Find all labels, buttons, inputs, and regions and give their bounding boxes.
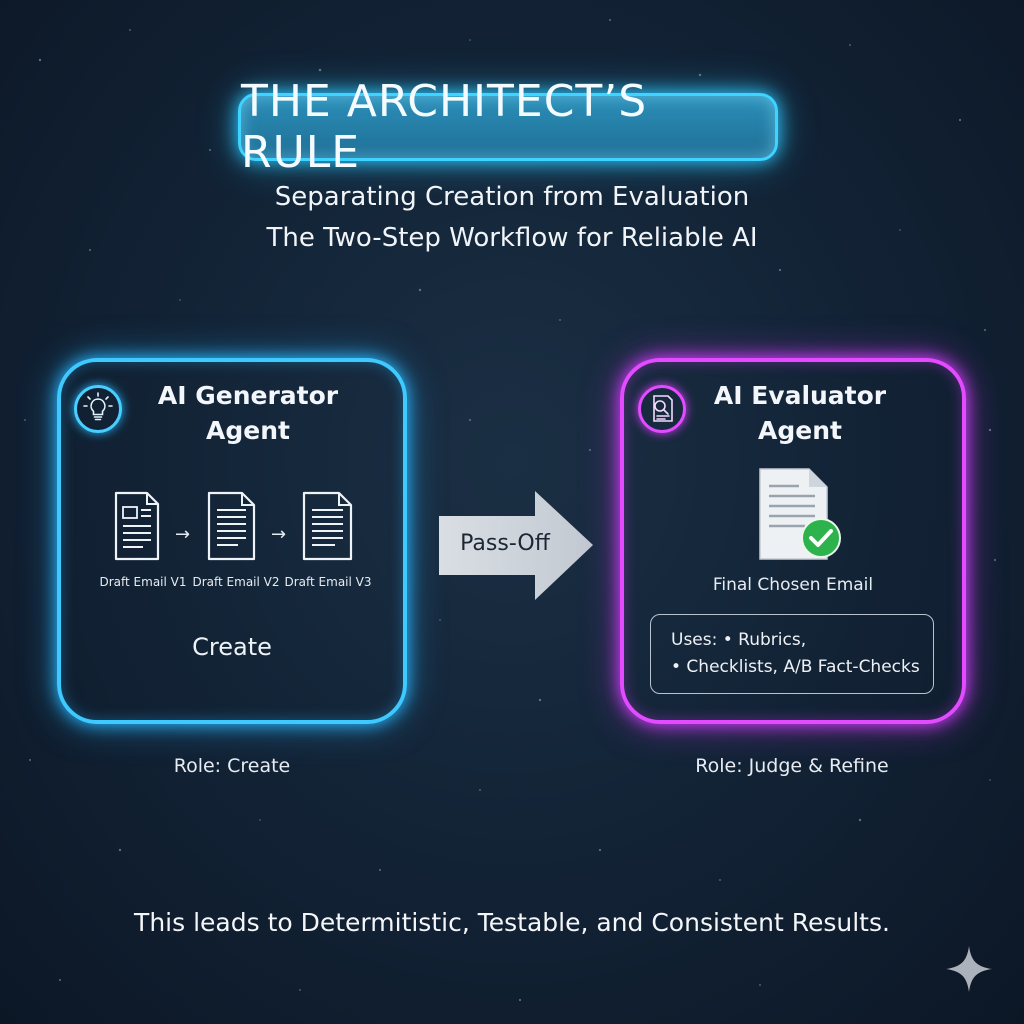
create-label: Create bbox=[192, 633, 272, 661]
pass-off-label: Pass-Off bbox=[460, 531, 550, 556]
footer-conclusion: This leads to Determitistic, Testable, a… bbox=[134, 908, 890, 937]
evaluator-card bbox=[620, 358, 966, 724]
generator-title: AI Generator Agent bbox=[157, 381, 339, 445]
sparkle-icon bbox=[946, 946, 992, 992]
draft-v1-document-icon bbox=[114, 491, 160, 561]
subtitle-line-1: Separating Creation from Evaluation bbox=[274, 182, 750, 212]
uses-box: Uses: • Rubrics, • Checklists, A/B Fact-… bbox=[650, 614, 934, 694]
evaluator-role: Role: Judge & Refine bbox=[695, 755, 889, 777]
final-email-document-icon bbox=[759, 468, 841, 560]
title-banner: THE ARCHITECT’S RULE bbox=[238, 76, 778, 178]
draft-v1-label: Draft Email V1 bbox=[99, 575, 187, 589]
arrow-right-icon: → bbox=[175, 524, 191, 545]
generator-role: Role: Create bbox=[173, 755, 291, 777]
page-title: THE ARCHITECT’S RULE bbox=[241, 76, 648, 178]
lightbulb-icon bbox=[74, 385, 122, 433]
uses-line-1: Uses: • Rubrics, bbox=[671, 630, 807, 650]
arrow-right-icon: → bbox=[271, 524, 287, 545]
draft-v3-label: Draft Email V3 bbox=[284, 575, 372, 589]
draft-v2-label: Draft Email V2 bbox=[192, 575, 280, 589]
generator-card bbox=[57, 358, 407, 724]
pass-off-arrow bbox=[439, 491, 593, 600]
magnifier-document-icon bbox=[638, 385, 686, 433]
draft-v2-document-icon bbox=[207, 491, 256, 561]
final-email-label: Final Chosen Email bbox=[712, 575, 874, 595]
subtitle-line-2: The Two-Step Workflow for Reliable AI bbox=[266, 223, 758, 253]
draft-v3-document-icon bbox=[302, 491, 353, 561]
evaluator-title: AI Evaluator Agent bbox=[713, 381, 887, 445]
uses-line-2: • Checklists, A/B Fact-Checks bbox=[671, 657, 920, 677]
